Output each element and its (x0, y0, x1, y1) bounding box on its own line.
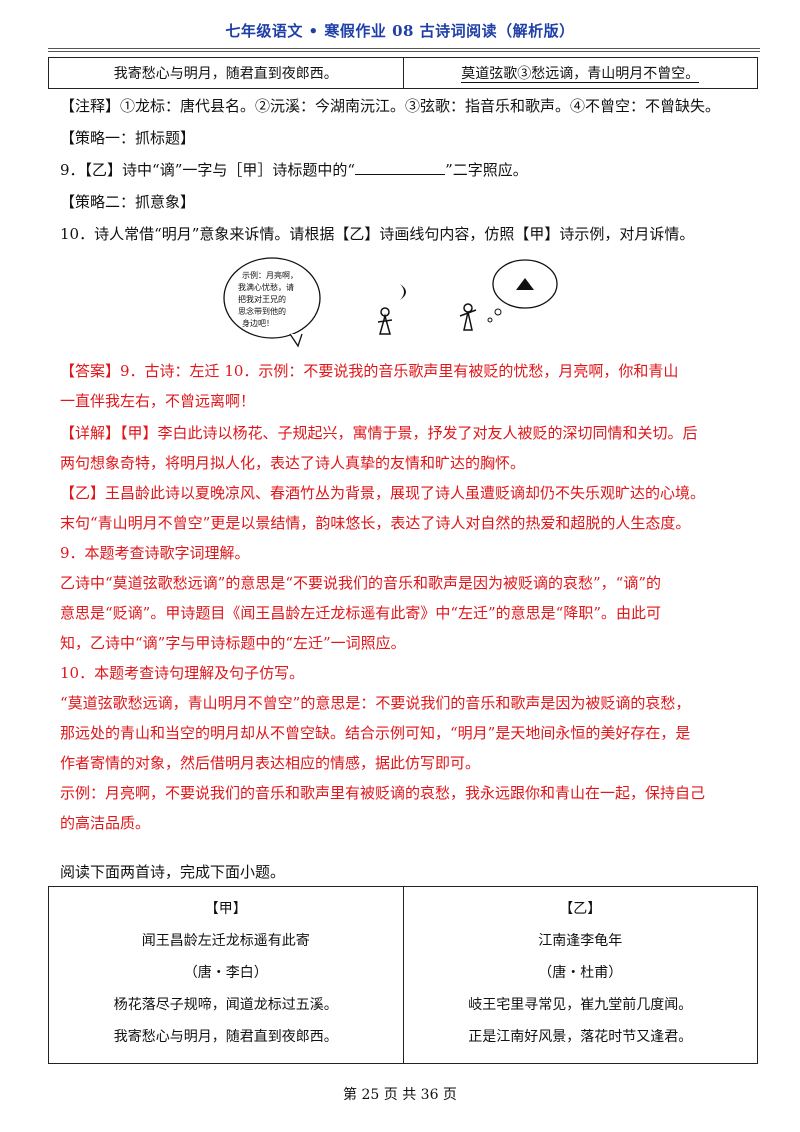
page-footer: 第 25 页 共 36 页 (343, 1087, 457, 1103)
detail-jia-1: 【详解】【甲】李白此诗以杨花、子规起兴，寓情于景，抒发了对友人被贬的深切同情和关… (60, 424, 698, 442)
bubble-line-1: 示例：月亮啊， (242, 270, 298, 280)
poem-jia-label: 【甲】 (204, 901, 247, 917)
poem-jia-author: （唐・李白） (183, 965, 268, 981)
answer-line-2: 一直伴我左右，不曾远离啊！ (60, 392, 256, 410)
page-header: 七年级语文 • 寒假作业 08 古诗词阅读（解析版） (225, 22, 575, 40)
bubble-line-5: 身边吧！ (242, 318, 274, 328)
poem-jia-line-2: 我寄愁心与明月，随君直到夜郎西。 (113, 1029, 338, 1045)
poem-yi-line-1: 岐王宅里寻常见，崔九堂前几度闻。 (468, 997, 693, 1013)
poem-continuation-table: 我寄愁心与明月，随君直到夜郎西。 莫道弦歌③愁远谪，青山明月不曾空。 (48, 57, 758, 89)
question-9-suffix: ”二字照应。 (445, 161, 528, 179)
poem-yi-line-2: 正是江南好风景，落花时节又逢君。 (468, 1029, 693, 1045)
header-rule-double (48, 51, 760, 52)
poem-yi-label: 【乙】 (559, 901, 602, 917)
question-9: 9．【乙】诗中“谪”一字与［甲］诗标题中的“ ”二字照应。 (60, 160, 750, 180)
moon-illustration: 示例：月亮啊， 我满心忧愁，请 把我对王兄的 思念带到他的 身边吧！ (223, 257, 558, 348)
detail-block: 【详解】【甲】李白此诗以杨花、子规起兴，寓情于景，抒发了对友人被贬的深切同情和关… (60, 418, 750, 838)
header-rule (48, 48, 760, 49)
underlined-line: 莫道弦歌③愁远谪，青山明月不曾空。 (461, 66, 700, 83)
bubble-line-3: 把我对王兄的 (238, 294, 286, 304)
question-10: 10．诗人常借“明月”意象来诉情。请根据【乙】诗画线句内容，仿照【甲】诗示例，对… (60, 225, 695, 243)
poem-yi-author: （唐・杜甫） (538, 965, 623, 981)
crescent-moon-icon (400, 284, 406, 300)
poem-yi-title: 江南逢李龟年 (538, 933, 623, 949)
poem-jia-line-1: 杨花落尽子规啼，闻道龙标过五溪。 (113, 997, 338, 1013)
detail-q9-1: 乙诗中“莫道弦歌愁远谪”的意思是“不要说我们的音乐和歌声是因为被贬谪的哀愁”，“… (60, 574, 662, 592)
detail-q9-2: 意思是“贬谪”。甲诗题目《闻王昌龄左迁龙标遥有此寄》中“左迁”的意思是“降职”。… (60, 604, 662, 622)
detail-q10-2: 那远处的青山和当空的明月却从不曾空缺。结合示例可知，“明月”是天地间永恒的美好存… (60, 724, 691, 742)
answer-block: 【答案】9．古诗：左迁 10．示例：不要说我的音乐歌声里有被贬的忧愁，月亮啊，你… (60, 356, 750, 416)
person-figure-2-icon (459, 303, 477, 331)
poem-yi-last-line: 莫道弦歌③愁远谪，青山明月不曾空。 (402, 57, 758, 89)
detail-q9-3: 知，乙诗中“谪”字与甲诗标题中的“左迁”一词照应。 (60, 634, 406, 652)
detail-yi-2: 末句“青山明月不曾空”更是以景结情，韵味悠长，表达了诗人对自然的热爱和超脱的人生… (60, 514, 691, 532)
detail-jia-2: 两句想象奇特，将明月拟人化，表达了诗人真挚的友情和旷达的胸怀。 (60, 454, 526, 472)
poem-jia-title: 闻王昌龄左迁龙标遥有此寄 (141, 933, 310, 949)
person-figure-icon (377, 307, 393, 335)
mountain-icon (516, 278, 534, 290)
poem-table: 【甲】 闻王昌龄左迁龙标遥有此寄 （唐・李白） 杨花落尽子规啼，闻道龙标过五溪。… (48, 886, 758, 1064)
detail-yi-1: 【乙】王昌龄此诗以夏晚凉风、春酒竹丛为背景，展现了诗人虽遭贬谪却仍不失乐观旷达的… (60, 484, 706, 502)
annotation: 【注释】①龙标：唐代县名。②沅溪：今湖南沅江。③弦歌：指音乐和歌声。④不曾空：不… (60, 97, 721, 115)
poem-jia: 【甲】 闻王昌龄左迁龙标遥有此寄 （唐・李白） 杨花落尽子规啼，闻道龙标过五溪。… (48, 886, 404, 1064)
poem-jia-last-line: 我寄愁心与明月，随君直到夜郎西。 (48, 57, 404, 89)
detail-q10-1: “莫道弦歌愁远谪，青山明月不曾空”的意思是：不要说我们的音乐和歌声是因为被贬谪的… (60, 694, 691, 712)
answer-line-1: 【答案】9．古诗：左迁 10．示例：不要说我的音乐歌声里有被贬的忧愁，月亮啊，你… (60, 362, 679, 380)
detail-q10-heading: 10．本题考查诗句理解及句子仿写。 (60, 664, 305, 682)
detail-q10-3: 作者寄情的对象，然后借明月表达相应的情感，据此仿写即可。 (60, 754, 481, 772)
detail-q10-example-2: 的高洁品质。 (60, 814, 151, 832)
question-9-prefix: 9．【乙】诗中“谪”一字与［甲］诗标题中的“ (60, 161, 356, 179)
bubble-line-2: 我满心忧愁，请 (238, 282, 294, 292)
strategy-one: 【策略一：抓标题】 (60, 129, 196, 147)
detail-q9-heading: 9．本题考查诗歌字词理解。 (60, 544, 250, 562)
poem-yi: 【乙】 江南逢李龟年 （唐・杜甫） 岐王宅里寻常见，崔九堂前几度闻。 正是江南好… (402, 886, 758, 1064)
strategy-two: 【策略二：抓意象】 (60, 193, 196, 211)
reading-intro: 阅读下面两首诗，完成下面小题。 (60, 863, 286, 881)
detail-q10-example-1: 示例：月亮啊，不要说我们的音乐和歌声里有被贬谪的哀愁，我永远跟你和青山在一起，保… (60, 784, 706, 802)
bubble-line-4: 思念带到他的 (238, 306, 286, 316)
answer-blank[interactable] (355, 160, 446, 175)
